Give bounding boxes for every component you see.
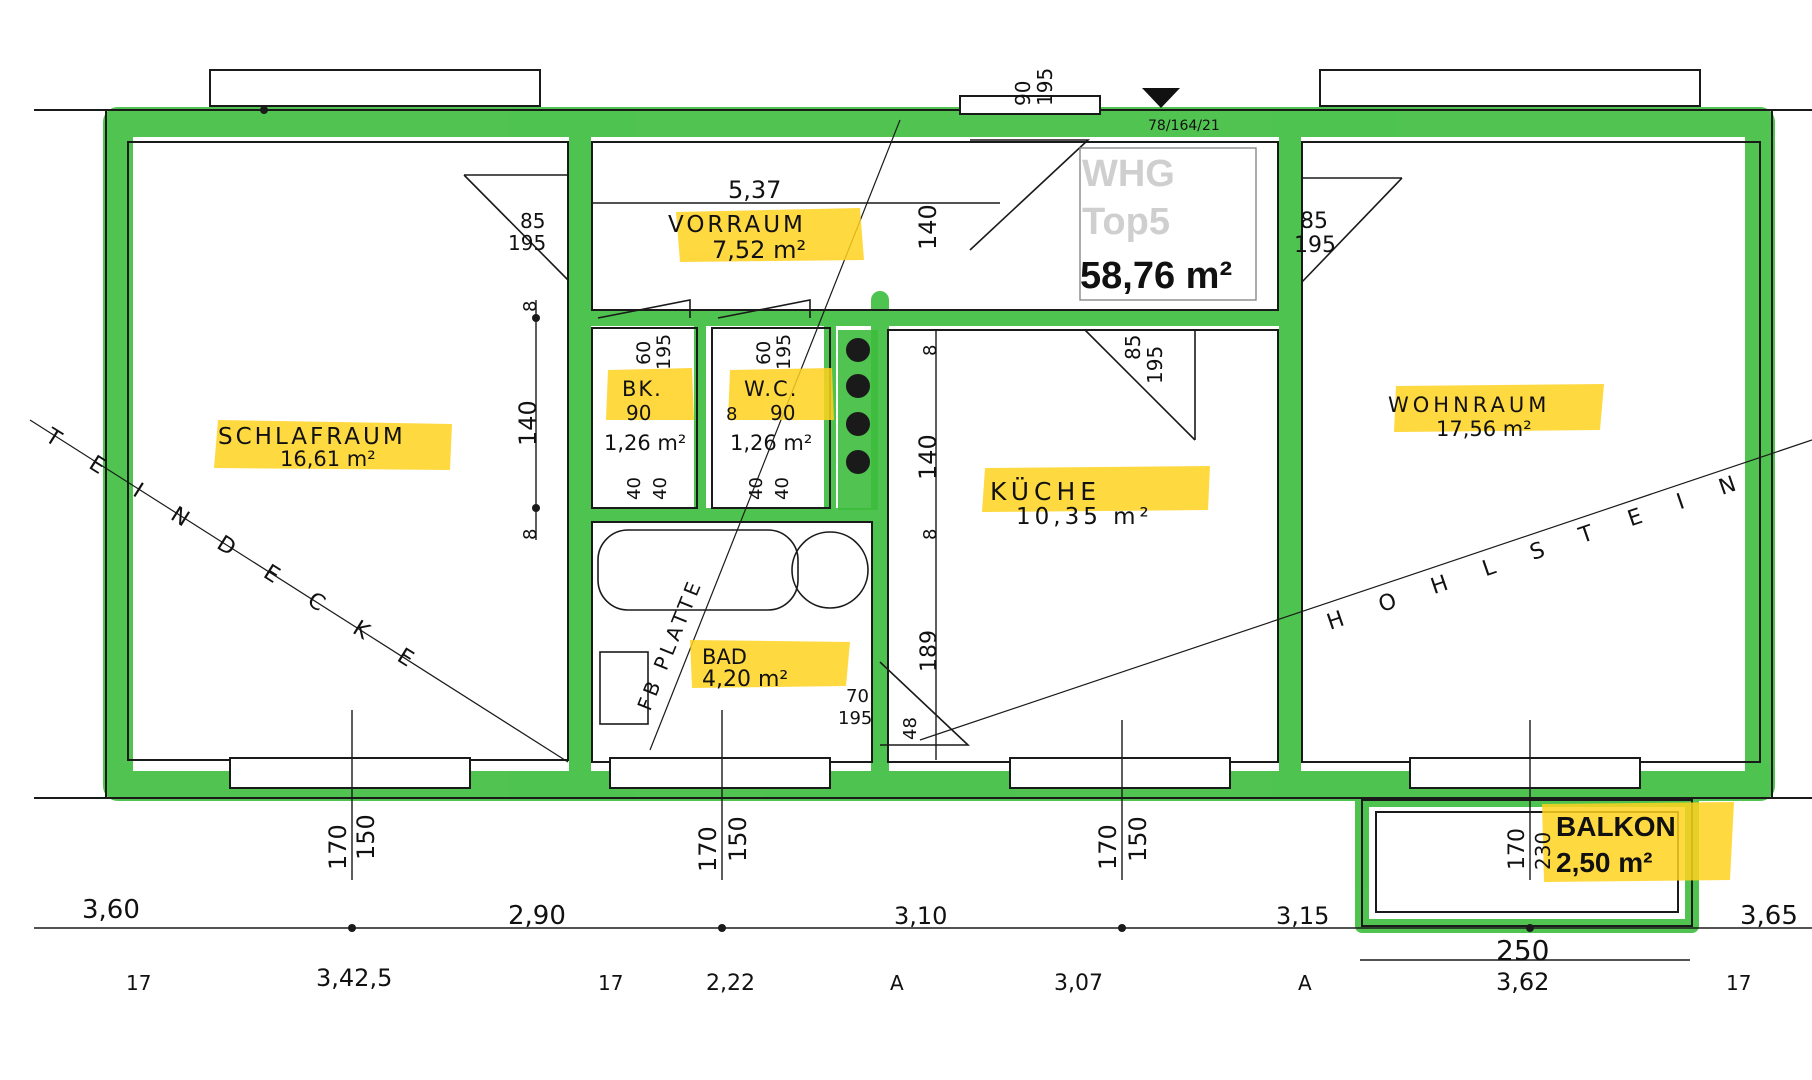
dim-vert-k-4: 8 bbox=[920, 529, 941, 540]
dim-row2-4: 2,22 bbox=[706, 971, 755, 996]
room-name-schlafraum: SCHLAFRAUM bbox=[218, 424, 406, 450]
window-dims: 170 150 170 150 170 150 170 230 bbox=[324, 814, 1555, 872]
dim-bottom-5: 3,65 bbox=[1740, 901, 1798, 931]
dim-door-left-w: 85 bbox=[520, 209, 545, 233]
dim-vert-left-1: 8 bbox=[520, 301, 541, 312]
bath-fixtures bbox=[597, 529, 869, 725]
dimension-lines bbox=[34, 202, 1812, 961]
dim-vert-left-3: 8 bbox=[520, 529, 541, 540]
room-name-bk: BK. bbox=[622, 377, 663, 401]
door-dims: 85 195 85 195 85 195 60 195 60 195 70 19… bbox=[508, 68, 1336, 729]
dim-small-40-a: 40 bbox=[624, 477, 645, 500]
unit-box: WHG Top5 58,76 m² bbox=[1079, 147, 1257, 301]
dimension-dots bbox=[260, 106, 1534, 932]
dim-door-kitchen-h: 195 bbox=[1143, 346, 1167, 384]
unit-box-name: WHG bbox=[1082, 153, 1175, 195]
windows bbox=[209, 69, 1701, 789]
shaft-circles bbox=[846, 338, 870, 474]
dim-door-kitchen-w: 85 bbox=[1121, 335, 1145, 360]
room-area-vorraum: 7,52 m² bbox=[712, 236, 806, 264]
dim-window-3a: 170 bbox=[1094, 824, 1122, 870]
room-door-bk: 90 bbox=[626, 401, 651, 425]
dim-window-2a: 170 bbox=[694, 826, 722, 872]
dim-row2-9: 17 bbox=[1726, 971, 1751, 995]
room-area-kueche: 10,35 m² bbox=[1016, 504, 1153, 530]
dim-small-40-d: 40 bbox=[772, 477, 793, 500]
dim-window-1b: 150 bbox=[352, 814, 380, 860]
room-name-wohnraum: WOHNRAUM bbox=[1388, 393, 1550, 417]
dim-row2-1: 17 bbox=[126, 971, 151, 995]
dim-vorraum-width: 5,37 bbox=[728, 176, 781, 204]
header-code: 78/164/21 bbox=[1148, 118, 1220, 134]
dim-balkon-width: 250 bbox=[1496, 934, 1549, 967]
dim-vert-k-5: 189 bbox=[917, 630, 942, 672]
wc-dim-8: 8 bbox=[726, 404, 737, 425]
dim-row2-6: 3,07 bbox=[1054, 971, 1103, 996]
dim-door-bk-w: 60 bbox=[633, 341, 655, 365]
dim-window-2b: 150 bbox=[724, 816, 752, 862]
entrance-marker bbox=[1142, 88, 1180, 108]
room-area-schlafraum: 16,61 m² bbox=[280, 447, 376, 471]
room-name-wc: W.C. bbox=[744, 377, 798, 401]
dim-window-1a: 170 bbox=[324, 824, 352, 870]
dim-row2-7: A bbox=[1298, 971, 1312, 995]
dim-row2-3: 17 bbox=[598, 971, 623, 995]
dim-entrance-h: 195 bbox=[1033, 68, 1057, 106]
dim-vert-k-3: 140 bbox=[914, 434, 942, 480]
unit-box-top: Top5 bbox=[1082, 201, 1170, 243]
dim-small-40-b: 40 bbox=[650, 477, 671, 500]
room-name-kueche: KÜCHE bbox=[990, 477, 1101, 506]
annotation-diag-right: HOHLSTEIN bbox=[1324, 459, 1776, 635]
dim-window-3b: 150 bbox=[1124, 816, 1152, 862]
room-area-bad: 4,20 m² bbox=[702, 667, 788, 692]
room-name-bad: BAD bbox=[702, 645, 747, 669]
room-area-bk: 1,26 m² bbox=[604, 431, 686, 455]
room-area-wc: 1,26 m² bbox=[730, 431, 812, 455]
dim-bottom-2: 2,90 bbox=[508, 901, 566, 931]
door-swings bbox=[463, 139, 1403, 746]
dim-row2-2: 3,42,5 bbox=[316, 964, 392, 992]
room-area-balkon: 2,50 m² bbox=[1556, 847, 1653, 878]
dim-window-4b: 230 bbox=[1531, 832, 1555, 870]
dim-bottom-4: 3,15 bbox=[1276, 902, 1329, 930]
dim-vert-k-6: 48 bbox=[900, 717, 921, 740]
dim-bottom-1: 3,60 bbox=[82, 895, 140, 925]
dim-bad-door-h: 195 bbox=[838, 708, 872, 729]
dim-window-4a: 170 bbox=[1505, 828, 1530, 870]
bottom-dims-row2: 17 3,42,5 17 2,22 A 3,07 A 3,62 17 bbox=[126, 964, 1751, 996]
dim-vert-left-2: 140 bbox=[514, 400, 542, 446]
room-name-balkon: BALKON bbox=[1556, 811, 1676, 842]
unit-box-area: 58,76 m² bbox=[1080, 255, 1232, 297]
vertical-dims: 8 140 8 140 8 140 8 189 48 40 40 40 40 bbox=[514, 204, 942, 740]
dim-door-wc-w: 60 bbox=[753, 341, 775, 365]
dim-vert-k-1: 140 bbox=[914, 204, 942, 250]
dim-door-bk-h: 195 bbox=[653, 334, 675, 370]
dim-bad-door-w: 70 bbox=[846, 686, 869, 707]
dim-door-wc-h: 195 bbox=[773, 334, 795, 370]
dim-row2-5: A bbox=[890, 971, 904, 995]
dim-row2-8: 3,62 bbox=[1496, 968, 1549, 996]
bottom-dims: 3,60 2,90 3,10 3,15 3,65 bbox=[82, 895, 1798, 931]
room-area-wohnraum: 17,56 m² bbox=[1436, 417, 1532, 441]
room-name-vorraum: VORRAUM bbox=[668, 212, 806, 238]
dim-vert-k-2: 8 bbox=[920, 345, 941, 356]
dim-bottom-3: 3,10 bbox=[894, 902, 947, 930]
dim-door-right-h: 195 bbox=[1294, 233, 1336, 258]
dim-door-right-w: 85 bbox=[1300, 209, 1328, 234]
dim-small-40-c: 40 bbox=[746, 477, 767, 500]
yellow-highlights bbox=[214, 208, 1734, 882]
room-door-wc: 90 bbox=[770, 401, 795, 425]
dim-door-left-h: 195 bbox=[508, 231, 546, 255]
dim-entrance-w: 90 bbox=[1011, 81, 1035, 106]
